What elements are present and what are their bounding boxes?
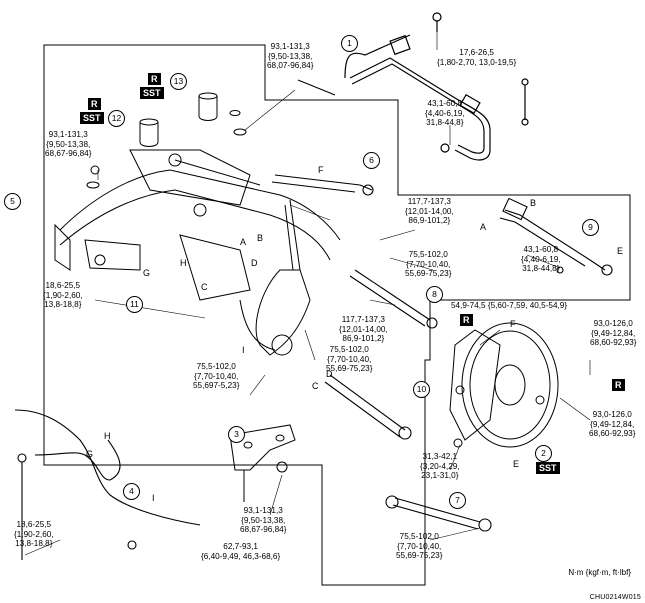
letter-i-knuckle: I	[242, 345, 245, 355]
torque-spec: 93,0-126,0 {9,49-12,84, 68,60-92,93}	[589, 410, 636, 439]
callout-13: 13	[170, 73, 187, 90]
callout-7: 7	[449, 492, 466, 509]
parking-brake-cable	[14, 409, 201, 560]
callout-2: 2	[535, 445, 552, 462]
letter-b-arm: B	[530, 198, 537, 208]
upper-arms	[271, 174, 613, 276]
torque-unit-legend: N·m {kgf·m, ft·lbf}	[568, 568, 631, 577]
torque-spec: 117,7-137,3 {12,01-14,00, 86,9-101,2}	[405, 197, 454, 226]
callout-9: 9	[582, 219, 599, 236]
r-tag-hub-bolt: R	[612, 379, 625, 391]
sst-tag-12: SST	[80, 112, 104, 124]
callout-10: 10	[413, 381, 430, 398]
r-tag-13: R	[148, 73, 161, 85]
torque-spec: 43,1-60,8 {4,40-6,19, 31,8-44,8}	[425, 99, 465, 128]
callout-6: 6	[363, 152, 380, 169]
callout-3: 3	[228, 426, 245, 443]
torque-spec: 18,6-25,5 {1,90-2,60, 13,8-18,8}	[43, 281, 83, 310]
bushings	[86, 92, 247, 189]
torque-spec: 117,7-137,3 {12,01-14,00, 86,9-101,2}	[339, 315, 388, 344]
torque-spec: 54,9-74,5 {5,60-7,59, 40,5-54,9}	[451, 301, 568, 310]
letter-d-link: D	[326, 369, 333, 379]
letter-f-hub: F	[510, 319, 516, 329]
letter-b-crossmember: B	[257, 233, 264, 243]
stabilizer-bar	[344, 12, 529, 161]
figure-code: CHU0214W015	[589, 594, 641, 601]
letter-a-arm: A	[480, 222, 487, 232]
callout-4: 4	[123, 483, 140, 500]
letter-d-crossmember: D	[251, 258, 258, 268]
letter-h-crossmember: H	[180, 258, 187, 268]
r-tag-12: R	[88, 98, 101, 110]
torque-spec: 93,1-131,3 {9,50-13,38, 68,67-96,84}	[240, 506, 287, 535]
crossmember	[54, 149, 341, 301]
r-tag-hub-nut: R	[460, 314, 473, 326]
torque-spec: 75,5-102,0 {7,70-10,40, 55,697-5,23}	[193, 362, 240, 391]
torque-spec: 93,1-131,3 {9,50-13,38, 68,67-96,84}	[45, 130, 92, 159]
letter-f-arm: F	[318, 165, 324, 175]
lateral-links	[324, 269, 492, 532]
torque-spec: 75,5-102,0 {7,70-10,40, 55,69-75,23}	[326, 345, 373, 374]
torque-spec: 75,5-102,0 {7,70-10,40, 55,69-75,23}	[405, 250, 452, 279]
torque-spec: 62,7-93,1 {6,40-9,49, 46,3-68,6}	[201, 542, 281, 561]
bracket	[229, 424, 296, 502]
torque-spec: 93,1-131,3 {9,50-13,38, 68,07-96,84}	[267, 42, 314, 71]
letter-e-hub: E	[513, 459, 520, 469]
leader-lines	[24, 32, 591, 556]
assembly-outlines	[43, 44, 631, 586]
letter-h-cable: H	[104, 431, 111, 441]
torque-spec: 43,1-60,8 {4,40-6,19, 31,8-44,8}	[521, 245, 561, 274]
letter-a-crossmember: A	[240, 237, 247, 247]
torque-spec: 18,6-25,5 {1,90-2,60, 13,8-18,8}	[14, 520, 54, 549]
torque-spec: 93,0-126,0 {9,49-12,84, 68,60-92,93}	[590, 319, 637, 348]
letter-i-cable: I	[152, 493, 155, 503]
knuckle	[239, 199, 311, 356]
callout-8: 8	[426, 286, 443, 303]
callout-12: 12	[108, 110, 125, 127]
sst-tag-2: SST	[536, 462, 560, 474]
callout-5: 5	[4, 193, 21, 210]
letter-c-crossmember: C	[201, 282, 208, 292]
torque-spec: 17,6-26,5 {1,80-2,70, 13,0-19,5}	[437, 48, 517, 67]
letter-g-crossmember: G	[143, 268, 151, 278]
sst-tag-13: SST	[140, 87, 164, 99]
brake-disc-hub	[449, 322, 559, 448]
torque-spec: 75,5-102,0 {7,70-10,40, 55,69-75,23}	[396, 532, 443, 561]
letter-e-arm: E	[617, 246, 624, 256]
callout-11: 11	[126, 296, 143, 313]
letter-c-link: C	[312, 381, 319, 391]
callout-1: 1	[341, 35, 358, 52]
letter-g-cable: G	[86, 449, 94, 459]
torque-spec: 31,3-42,1 {3,20-4,29, 23,1-31,0}	[420, 452, 460, 481]
